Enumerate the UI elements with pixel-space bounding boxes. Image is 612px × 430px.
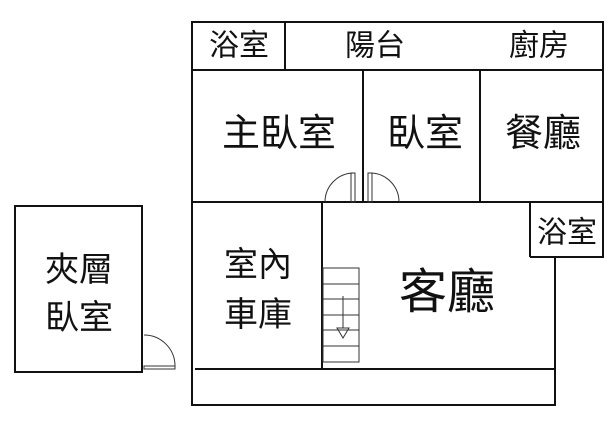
room-label-living-room: 客廳	[399, 264, 495, 320]
room-label-garage-line2: 車庫	[224, 295, 292, 335]
room-label-mezzanine-line1: 夾層	[45, 250, 113, 290]
mezzanine-walls	[14, 205, 143, 373]
room-label-dining-room: 餐廳	[505, 111, 581, 155]
room-label-mezzanine-line2: 臥室	[45, 298, 113, 338]
room-label-kitchen: 廚房	[509, 29, 569, 64]
door-bedroom	[367, 172, 400, 203]
room-label-bathroom-right: 浴室	[537, 216, 597, 251]
room-label-bathroom-top: 浴室	[209, 29, 269, 64]
door-master-bedroom	[324, 172, 356, 203]
room-label-garage-line1: 室內	[224, 245, 292, 285]
room-label-bedroom: 臥室	[387, 111, 463, 155]
room-label-master-bedroom: 主臥室	[222, 111, 336, 155]
main-walls	[191, 21, 604, 406]
room-label-balcony: 陽台	[345, 29, 405, 64]
door-mezzanine	[143, 334, 176, 370]
stairs-icon	[322, 267, 360, 363]
